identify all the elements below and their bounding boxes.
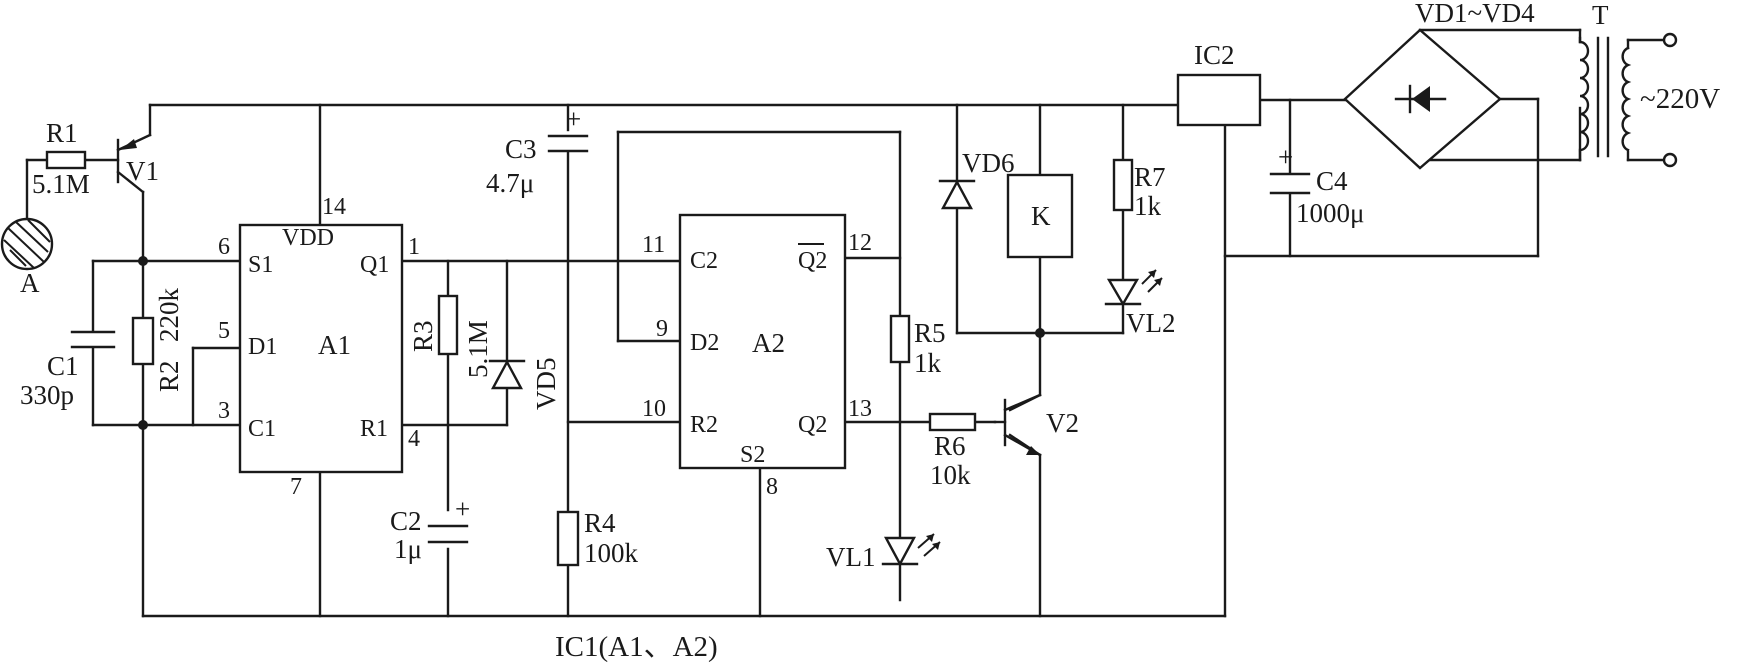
a2-pin-c2: C2 [690, 248, 718, 274]
mains-terminals: ~220V [1640, 32, 1720, 168]
a1-label: A1 [318, 330, 351, 360]
c3-value: 4.7μ [486, 168, 534, 198]
a1-pin-d1: D1 [248, 334, 277, 360]
r2-label: R2 [154, 360, 184, 392]
a1-pin-r1: R1 [360, 416, 388, 442]
transistor-v1: V1 [116, 133, 159, 194]
a1-pin-num-7: 7 [290, 474, 302, 500]
a2-pin-r2: R2 [690, 412, 718, 438]
v1-label: V1 [126, 156, 159, 186]
a2-pin-num-10: 10 [642, 396, 666, 422]
c4-value: 1000μ [1296, 198, 1364, 228]
a1-pin-num-3: 3 [218, 398, 230, 424]
vl2-label: VL2 [1126, 308, 1176, 338]
relay-k: K [1006, 173, 1074, 259]
transformer-label: T [1592, 0, 1609, 30]
bridge-rectifier: VD1~VD4 [1343, 0, 1535, 170]
junction-dot [138, 256, 148, 266]
resistor-r5: R5 1k [889, 314, 946, 378]
c2-value: 1μ [394, 534, 422, 564]
led-vl1: VL1 [826, 533, 941, 572]
a2-pin-num-11: 11 [642, 232, 665, 258]
r6-label: R6 [934, 431, 966, 461]
c4-label: C4 [1316, 166, 1348, 196]
resistor-r2: R2 220k [131, 288, 184, 392]
a1-pin-num-1: 1 [408, 234, 420, 260]
r4-value: 100k [584, 538, 639, 568]
r1-value: 5.1M [32, 169, 90, 199]
capacitor-c1: C1 330p [20, 330, 116, 410]
c4-plus: + [1278, 142, 1293, 172]
c2-plus: + [455, 494, 470, 524]
a2-label: A2 [752, 328, 785, 358]
r5-value: 1k [914, 348, 942, 378]
junction-dot [138, 420, 148, 430]
ic-a1: S1 D1 C1 Q1 R1 VDD A1 6 5 3 1 4 14 7 [218, 194, 420, 500]
diode-vd6: VD6 [938, 148, 1015, 210]
capacitor-c2: + C2 1μ [390, 494, 470, 564]
transistor-v2: V2 [993, 393, 1079, 457]
a1-pin-q1: Q1 [360, 252, 389, 278]
r3-label: R3 [408, 320, 438, 352]
terminal-top [1662, 32, 1678, 48]
r4-label: R4 [584, 508, 616, 538]
diode-vd5: VD5 [488, 358, 561, 411]
a1-pin-num-6: 6 [218, 234, 230, 260]
resistor-r3: R3 5.1M [408, 294, 493, 378]
r5-label: R5 [914, 318, 946, 348]
a1-pin-vdd: VDD [282, 225, 334, 251]
ic2-label: IC2 [1194, 40, 1235, 70]
a2-pin-num-12: 12 [848, 230, 872, 256]
a1-pin-num-5: 5 [218, 318, 230, 344]
relay-label: K [1031, 201, 1051, 231]
led-vl2: VL2 [1104, 269, 1176, 338]
r1-label: R1 [46, 118, 78, 148]
capacitor-c3: + C3 4.7μ [486, 104, 589, 198]
c3-label: C3 [505, 134, 537, 164]
a2-pin-num-8: 8 [766, 474, 778, 500]
resistor-r1: R1 5.1M [32, 118, 90, 199]
a2-pin-q2: Q2 [798, 412, 827, 438]
a2-pin-num-13: 13 [848, 396, 872, 422]
junction-dot [1035, 328, 1045, 338]
sensor-a: A [0, 217, 54, 298]
a1-pin-num-4: 4 [408, 426, 420, 452]
a2-pin-d2: D2 [690, 330, 719, 356]
junction-dots [138, 256, 1045, 430]
ic1-caption: IC1(A1、A2) [555, 631, 718, 663]
resistor-r7: R7 1k [1112, 158, 1166, 221]
mains-label: ~220V [1640, 83, 1720, 115]
a1-pin-num-14: 14 [322, 194, 346, 220]
sensor-label: A [20, 268, 40, 298]
regulator-ic2: IC2 [1176, 40, 1262, 127]
a1-pin-s1: S1 [248, 252, 273, 278]
c1-value: 330p [20, 380, 74, 410]
c3-plus: + [566, 104, 581, 134]
c1-label: C1 [47, 351, 79, 381]
vd5-label: VD5 [531, 358, 561, 411]
r7-value: 1k [1134, 191, 1162, 221]
a2-pin-q2bar: Q2 [798, 248, 827, 274]
resistor-r6: R6 10k [928, 412, 977, 490]
r7-label: R7 [1134, 162, 1166, 192]
a2-pin-num-9: 9 [656, 316, 668, 342]
a2-pin-s2: S2 [740, 442, 765, 468]
vl1-label: VL1 [826, 542, 876, 572]
resistor-r4: R4 100k [556, 508, 639, 568]
a1-pin-c1: C1 [248, 416, 276, 442]
bridge-label: VD1~VD4 [1415, 0, 1535, 28]
r2-value: 220k [154, 288, 184, 343]
r6-value: 10k [930, 460, 971, 490]
capacitor-c4: + C4 1000μ [1269, 142, 1364, 228]
r3-value: 5.1M [463, 320, 493, 378]
vd6-label: VD6 [962, 148, 1015, 178]
c2-label: C2 [390, 506, 422, 536]
ic-a2: C2 D2 R2 Q2 Q2 S2 A2 11 9 10 12 13 8 [642, 213, 872, 500]
transformer-t: T [1578, 0, 1632, 158]
v2-label: V2 [1046, 408, 1079, 438]
terminal-bottom [1662, 152, 1678, 168]
